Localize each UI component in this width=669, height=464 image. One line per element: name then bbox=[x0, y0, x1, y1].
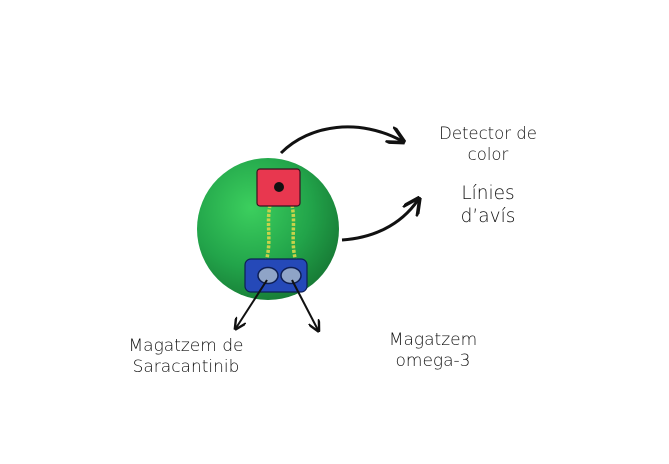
label-omega3-store-line1: Magatzem bbox=[388, 330, 478, 350]
color-sensor bbox=[256, 168, 301, 207]
arrow-to-detector bbox=[279, 125, 402, 155]
storage-compartment-right bbox=[280, 266, 302, 285]
arrow-to-omega bbox=[291, 279, 318, 330]
arrow-to-saracantinib bbox=[236, 279, 268, 328]
label-warning-lines-line2: d’avís bbox=[460, 206, 516, 228]
label-warning-lines-line1: Línies bbox=[461, 183, 515, 204]
sensor-dot bbox=[274, 182, 284, 192]
label-omega3-store-line2: omega-3 bbox=[395, 351, 471, 372]
label-saracantinib-store: Magatzem de Saracantinib bbox=[106, 336, 266, 379]
thread-right bbox=[290, 204, 298, 263]
label-color-detector-line2: color bbox=[467, 144, 509, 164]
label-warning-lines: Línies d’avís bbox=[438, 182, 538, 228]
storage-container bbox=[244, 258, 308, 293]
label-color-detector-line1: Detector de bbox=[439, 124, 537, 143]
label-omega3-store: Magatzem omega-3 bbox=[368, 330, 498, 373]
arrow-to-warning-lines bbox=[341, 200, 418, 242]
label-color-detector: Detector de color bbox=[424, 124, 552, 165]
label-saracantinib-store-line1: Magatzem de bbox=[128, 336, 244, 356]
storage-compartment-left bbox=[257, 266, 279, 285]
label-saracantinib-store-line2: Saracantinib bbox=[132, 357, 240, 378]
thread-left bbox=[264, 204, 272, 263]
